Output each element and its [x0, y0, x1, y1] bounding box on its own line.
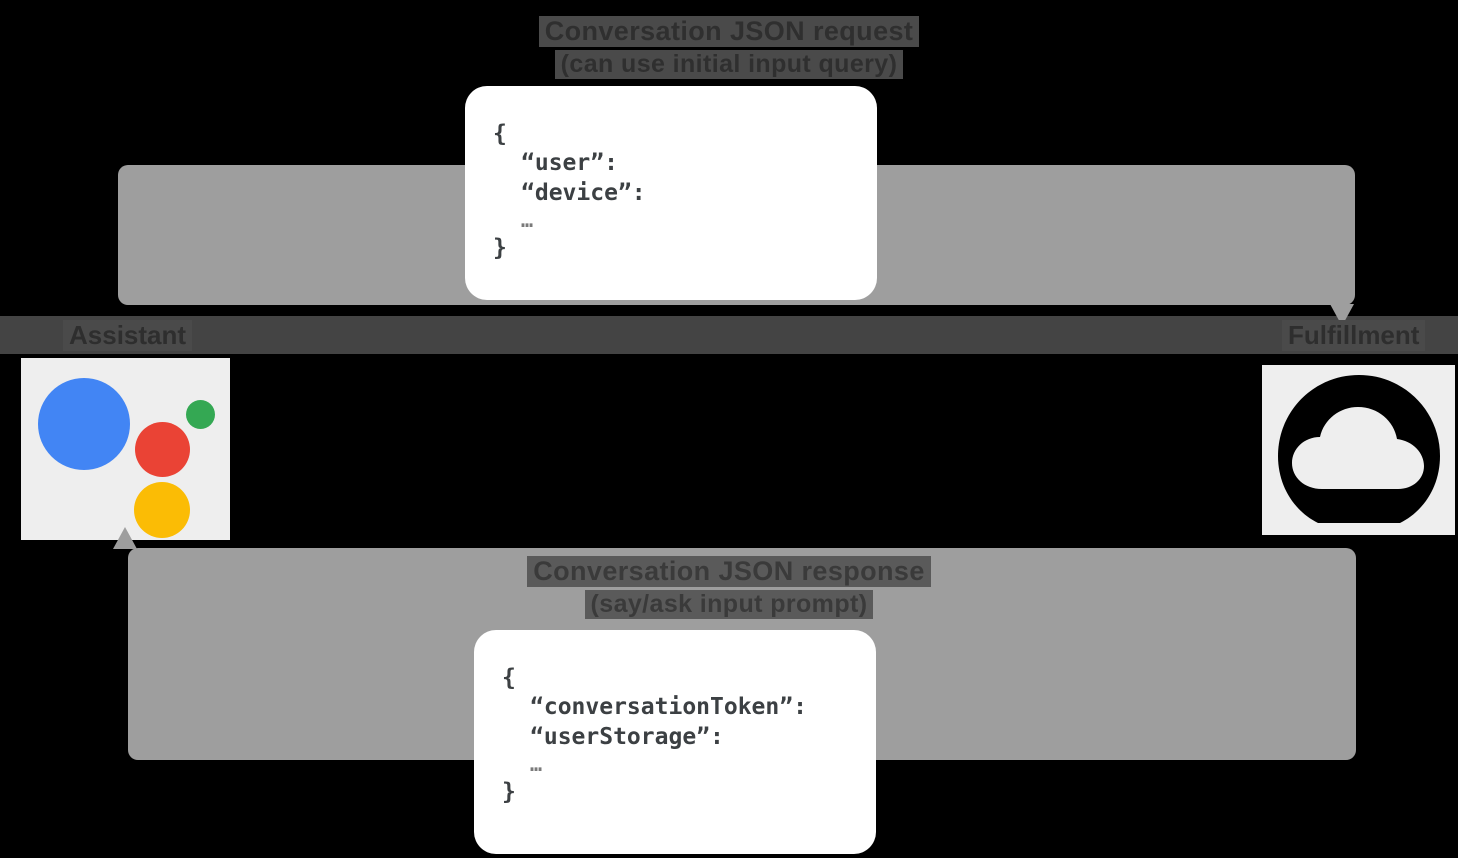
request-caption: Conversation JSON request (can use initi…	[0, 16, 1458, 79]
response-caption-line-2: (say/ask input prompt)	[584, 590, 874, 619]
response-json-open-brace: {	[502, 665, 516, 691]
google-assistant-icon	[21, 358, 230, 540]
response-json-field-user-storage: “userStorage”:	[530, 723, 724, 750]
response-json-ellipsis: …	[530, 752, 543, 777]
cloud-glyph-icon	[1278, 375, 1440, 523]
assistant-dot-red-icon	[135, 422, 190, 477]
request-caption-line-2: (can use initial input query)	[554, 50, 904, 79]
response-json-field-conversation-token: “conversationToken”:	[530, 694, 807, 721]
assistant-dot-yellow-icon	[134, 482, 190, 538]
request-json-close-brace: }	[493, 234, 507, 261]
request-json-field-device: “device”:	[521, 179, 646, 206]
middle-divider-band	[0, 316, 1458, 354]
response-caption: Conversation JSON response (say/ask inpu…	[0, 556, 1458, 619]
response-bubble-tail	[113, 527, 137, 549]
cloud-icon	[1262, 365, 1455, 535]
response-caption-line-1: Conversation JSON response	[527, 556, 931, 587]
assistant-dot-green-icon	[186, 400, 215, 429]
request-json-field-user: “user”:	[521, 150, 618, 177]
request-json-open-brace: {	[493, 121, 507, 147]
assistant-label: Assistant	[63, 320, 193, 352]
response-json-close-brace: }	[502, 778, 516, 805]
request-json-ellipsis: …	[521, 208, 534, 233]
assistant-dot-blue-icon	[38, 378, 130, 470]
endpoint-fulfillment[interactable]	[1262, 365, 1455, 535]
fulfillment-label: Fulfillment	[1282, 320, 1426, 352]
request-json-card: { “user”: “device”: … }	[465, 86, 877, 300]
response-json-card: { “conversationToken”: “userStorage”: … …	[474, 630, 876, 854]
endpoint-assistant[interactable]	[21, 358, 230, 540]
request-caption-line-1: Conversation JSON request	[538, 16, 920, 47]
